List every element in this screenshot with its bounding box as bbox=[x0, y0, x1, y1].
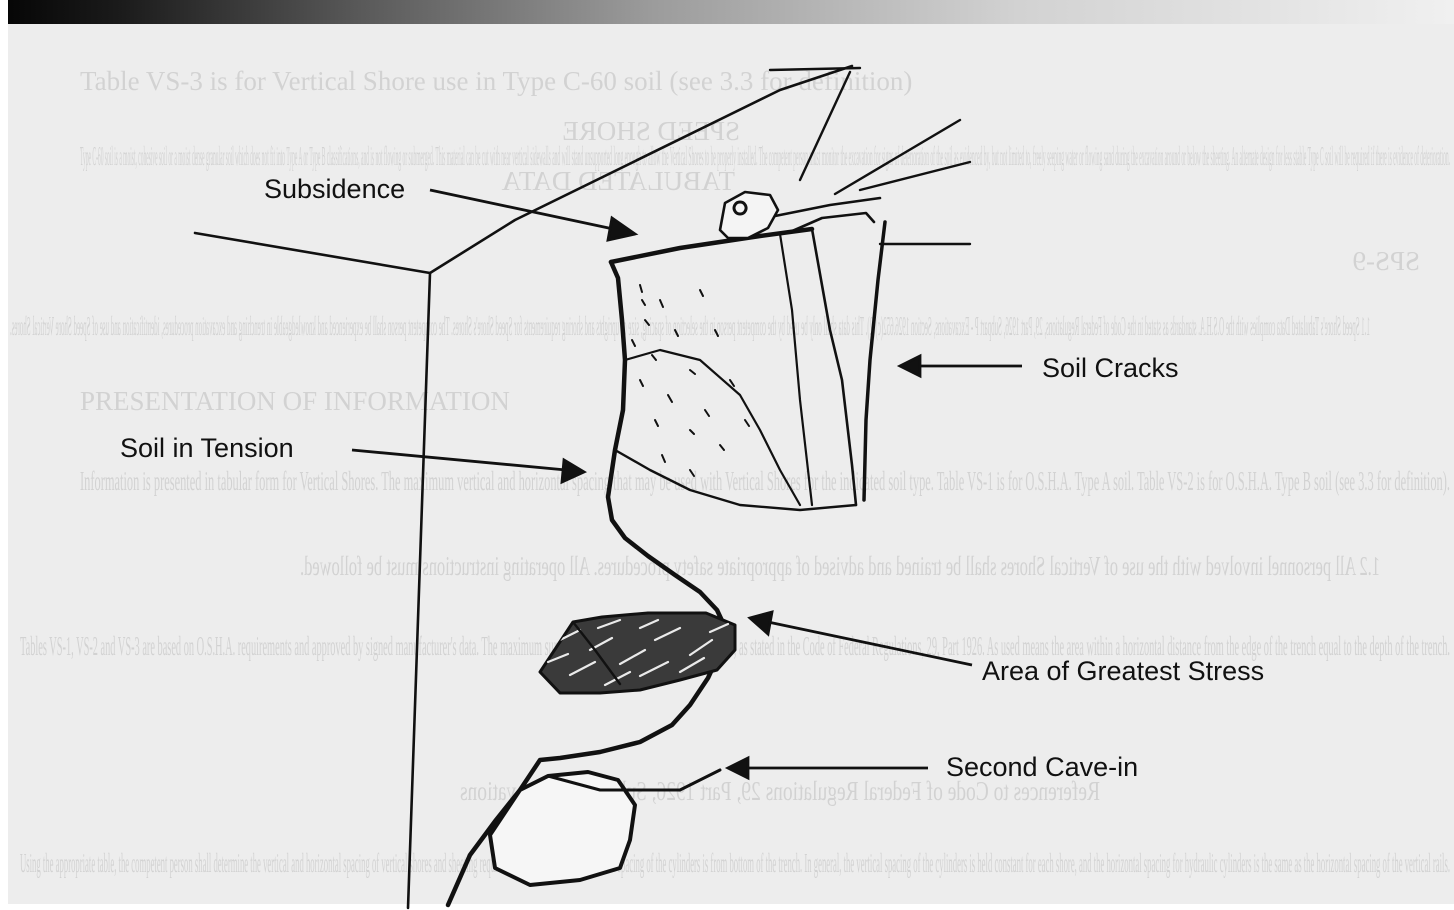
arrow-soil-cracks bbox=[900, 356, 1022, 376]
label-subsidence: Subsidence bbox=[264, 174, 405, 204]
trench-left-edge bbox=[408, 273, 430, 908]
label-second-cave-in: Second Cave-in bbox=[946, 752, 1138, 782]
label-soil-in-tension: Soil in Tension bbox=[120, 433, 294, 463]
ghost-presentation: PRESENTATION OF INFORMATION bbox=[80, 386, 510, 416]
ground-surface-left bbox=[195, 233, 430, 273]
ghost-doc-number: SPS-9 bbox=[1352, 246, 1420, 276]
ghost-section-1-2: 1.2 All personnel involved with the use … bbox=[300, 551, 1380, 581]
arrow-second-cave-in bbox=[728, 758, 928, 778]
ghost-para-type-c60: Type C-60 soil is a moist, cohesive soil… bbox=[80, 141, 1450, 171]
label-area-of-greatest-stress: Area of Greatest Stress bbox=[982, 656, 1264, 686]
ghost-using: Using the appropriate table, the compete… bbox=[20, 848, 1450, 878]
arrow-subsidence bbox=[430, 190, 635, 240]
ghost-information: Information is presented in tabular form… bbox=[80, 466, 1450, 496]
label-soil-cracks: Soil Cracks bbox=[1042, 353, 1179, 383]
ghost-section-1-1: 1.1 Speed Shore's Tabulated Data complie… bbox=[10, 311, 1370, 341]
soil-crack-front bbox=[812, 229, 856, 505]
subsidence-block bbox=[720, 192, 778, 238]
bleed-through-text: Table VS-3 is for Vertical Shore use in … bbox=[10, 66, 1450, 878]
soil-crack-mid bbox=[780, 234, 812, 505]
soil-crack-back bbox=[864, 222, 885, 500]
